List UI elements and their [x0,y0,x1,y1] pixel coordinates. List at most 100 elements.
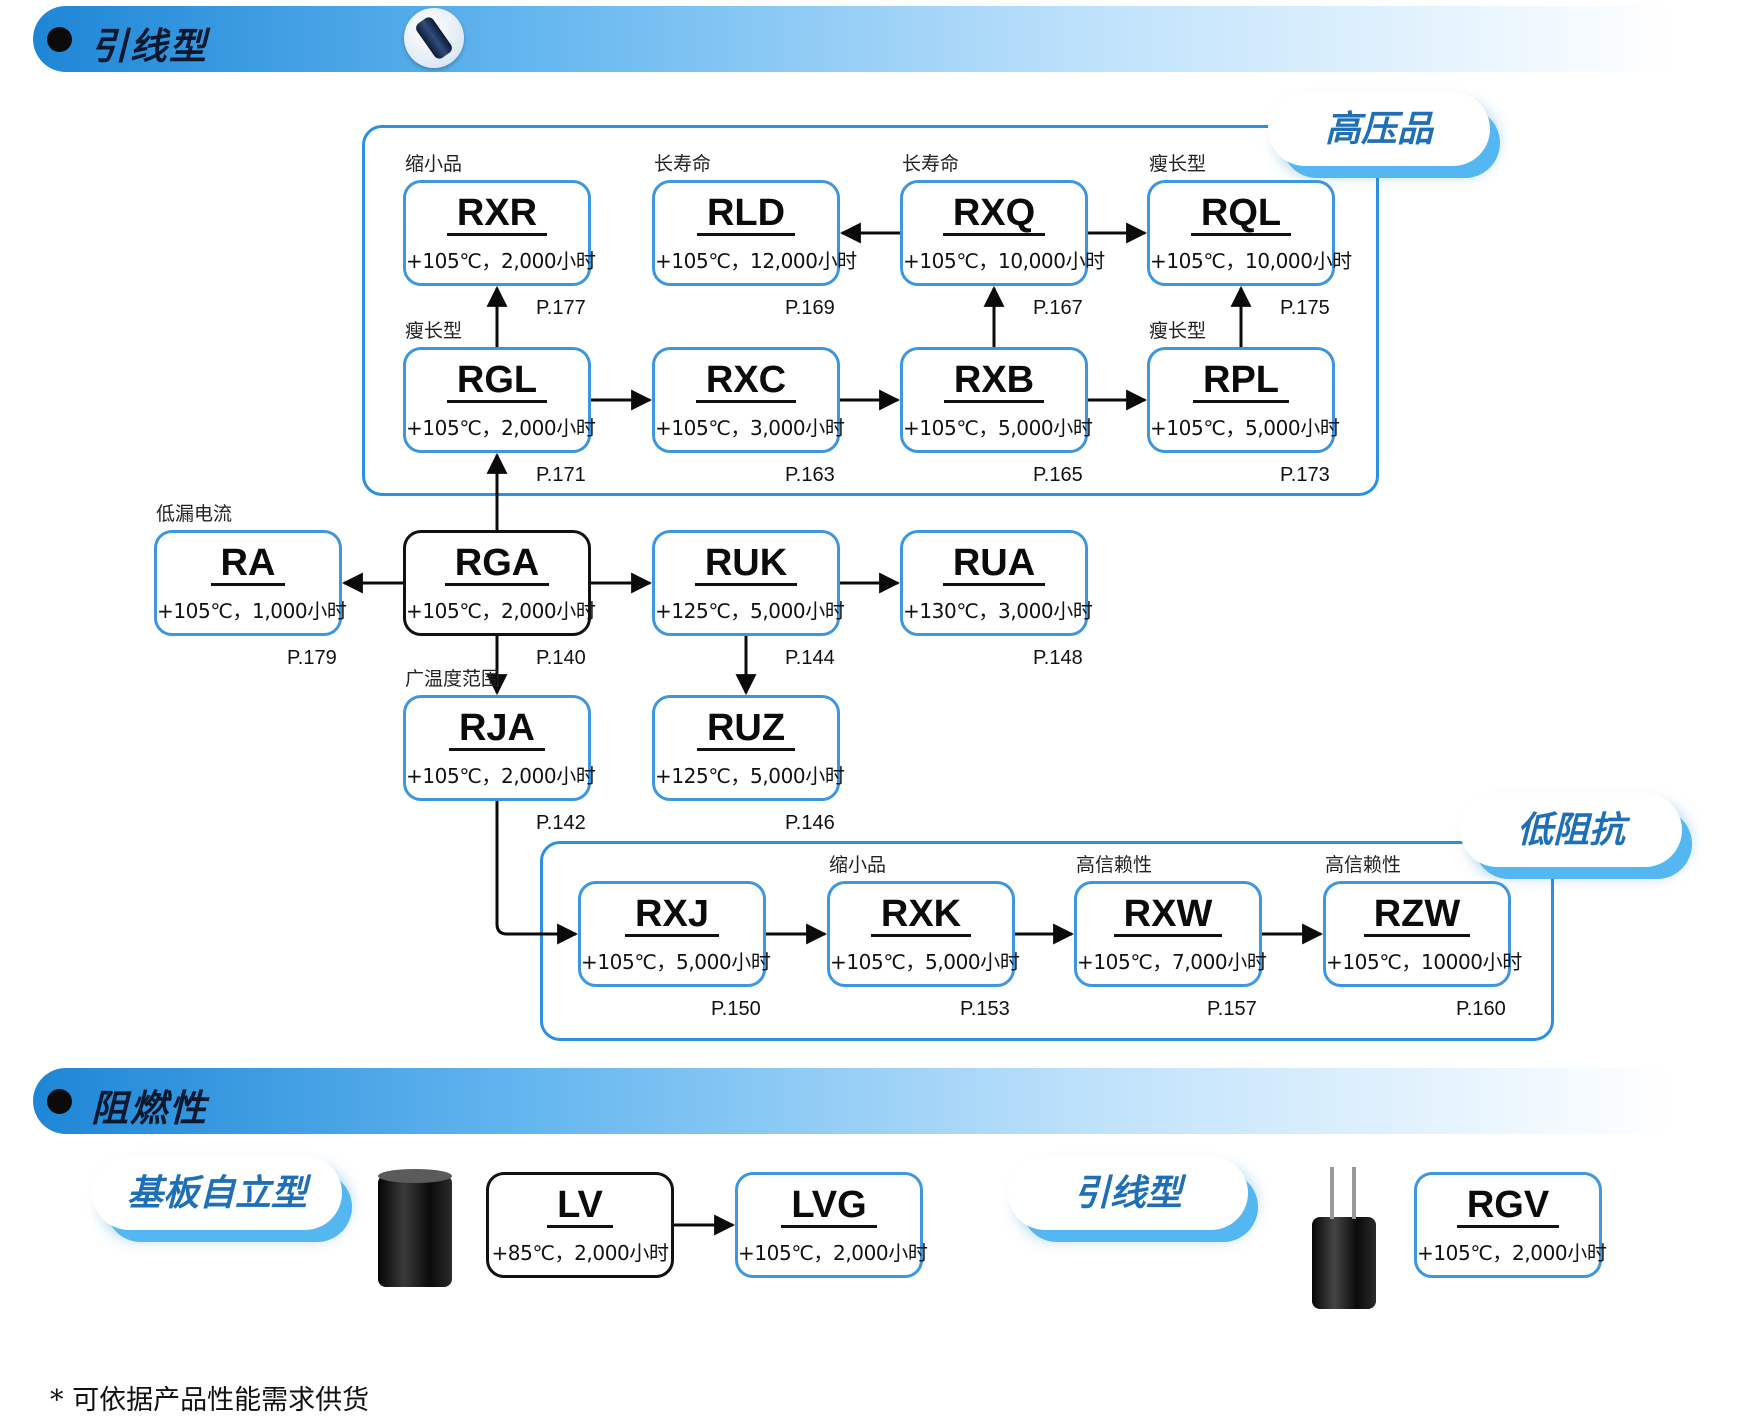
category-label-rpl: 瘦长型 [1149,320,1207,342]
page-ref-ruk: P.144 [785,647,835,669]
node-rld: RLD +105℃，12,000小时 [652,180,857,286]
page-ref-rgl: P.171 [536,464,586,486]
section-title-leaded: 引线型 [91,24,208,68]
node-name: RXW [1113,894,1223,937]
node-spec: +105℃，1,000小时 [157,599,347,623]
node-spec: +105℃，3,000小时 [655,416,845,440]
node-name: RXR [446,193,548,236]
node-spec: +105℃，10000小时 [1326,950,1522,974]
node-name: RXC [695,360,797,403]
page-ref-rxb: P.165 [1033,464,1083,486]
node-rzw: RZW +105℃，10000小时 [1323,881,1522,987]
node-rxw: RXW +105℃，7,000小时 [1074,881,1267,987]
node-name: RUZ [696,708,796,751]
page-ref-rxk: P.153 [960,998,1010,1020]
page-ref-rxq: P.167 [1033,297,1083,319]
page-ref-rxj: P.150 [711,998,761,1020]
node-name: RXJ [625,894,719,937]
node-spec: +105℃，10,000小时 [1150,249,1352,273]
node-name: RPL [1193,360,1289,403]
page-ref-rxw: P.157 [1207,998,1257,1020]
node-name: RA [210,543,286,586]
node-name: RUK [694,543,798,586]
page-ref-rja: P.142 [536,812,586,834]
node-spec: +105℃，2,000小时 [406,416,596,440]
tag-leaded-flame: 引线型 [1008,1156,1248,1230]
node-name: RXB [943,360,1045,403]
leaded-capacitor-photo-icon [1312,1167,1376,1309]
tag-low-impedance: 低阻抗 [1460,793,1682,867]
category-label-rxq: 长寿命 [902,153,960,175]
category-label-rxk: 缩小品 [829,854,887,876]
node-ruz: RUZ +125℃，5,000小时 [652,695,845,801]
category-label-rql: 瘦长型 [1149,153,1207,175]
node-rgv: RGV+105℃，2,000小时 [1414,1172,1607,1278]
node-ra: RA +105℃，1,000小时 [154,530,347,636]
node-spec: +105℃，5,000小时 [1150,416,1340,440]
node-spec: +125℃，5,000小时 [655,599,845,623]
node-spec: +85℃，2,000小时 [491,1241,669,1265]
category-label-ra: 低漏电流 [156,503,233,525]
high-voltage-group-frame [362,125,1379,496]
node-name: LV [547,1185,613,1228]
node-rja: RJA +105℃，2,000小时 [403,695,596,801]
node-spec: +130℃，3,000小时 [903,599,1093,623]
category-label-rld: 长寿命 [654,153,712,175]
section-title-flame-retardant: 阻燃性 [91,1086,208,1130]
page-ref-rql: P.175 [1280,297,1330,319]
node-rpl: RPL +105℃，5,000小时 [1147,347,1340,453]
node-spec: +125℃，5,000小时 [655,764,845,788]
node-spec: +105℃，10,000小时 [903,249,1105,273]
node-name: LVG [781,1185,877,1228]
page-ref-rga: P.140 [536,647,586,669]
tag-snap-in: 基板自立型 [92,1156,342,1230]
footnote: * 可依据产品性能需求供货 [50,1385,370,1416]
category-label-rxw: 高信赖性 [1076,854,1153,876]
page-ref-rxc: P.163 [785,464,835,486]
node-rxj: RXJ +105℃，5,000小时 [578,881,771,987]
node-rxr: RXR+105℃，2,000小时 [403,180,596,286]
section-banner-flame-retardant: 阻燃性 [33,1068,1673,1134]
node-name: RGV [1456,1185,1560,1228]
page-ref-ruz: P.146 [785,812,835,834]
node-spec: +105℃，2,000小时 [738,1241,928,1265]
node-spec: +105℃，2,000小时 [406,764,596,788]
node-rua: RUA +130℃，3,000小时 [900,530,1093,636]
node-rxk: RXK +105℃，5,000小时 [827,881,1020,987]
tag-high-voltage: 高压品 [1268,92,1490,166]
page-ref-rld: P.169 [785,297,835,319]
category-label-rja: 广温度范围 [405,668,501,690]
capacitor-photo-icon [404,8,464,68]
category-label-rxr: 缩小品 [405,153,463,175]
bullet-dot-icon [47,1089,72,1114]
page-ref-rzw: P.160 [1456,998,1506,1020]
node-name: RUA [942,543,1046,586]
node-rxb: RXB +105℃，5,000小时 [900,347,1093,453]
node-spec: +105℃，5,000小时 [830,950,1020,974]
page-ref-rxr: P.177 [536,297,586,319]
node-name: RXK [870,894,972,937]
node-rga: RGA +105℃，2,000小时 [403,530,596,636]
node-rxc: RXC +105℃，3,000小时 [652,347,845,453]
node-name: RGA [444,543,550,586]
node-name: RJA [448,708,546,751]
bullet-dot-icon [47,27,72,52]
node-spec: +105℃，2,000小时 [406,599,596,623]
node-spec: +105℃，5,000小时 [581,950,771,974]
node-lvg: LVG +105℃，2,000小时 [735,1172,928,1278]
section-banner-leaded: 引线型 [33,6,1673,72]
node-name: RGL [446,360,548,403]
node-spec: +105℃，5,000小时 [903,416,1093,440]
node-name: RZW [1363,894,1471,937]
node-rgl: RGL +105℃，2,000小时 [403,347,596,453]
category-label-rgl: 瘦长型 [405,320,463,342]
node-rql: RQL+105℃，10,000小时 [1147,180,1352,286]
snap-in-capacitor-photo-icon [378,1169,452,1287]
node-spec: +105℃，12,000小时 [655,249,857,273]
node-name: RLD [696,193,796,236]
category-label-rzw: 高信赖性 [1325,854,1402,876]
page-ref-rua: P.148 [1033,647,1083,669]
node-name: RXQ [942,193,1046,236]
node-spec: +105℃，7,000小时 [1077,950,1267,974]
node-rxq: RXQ +105℃，10,000小时 [900,180,1105,286]
